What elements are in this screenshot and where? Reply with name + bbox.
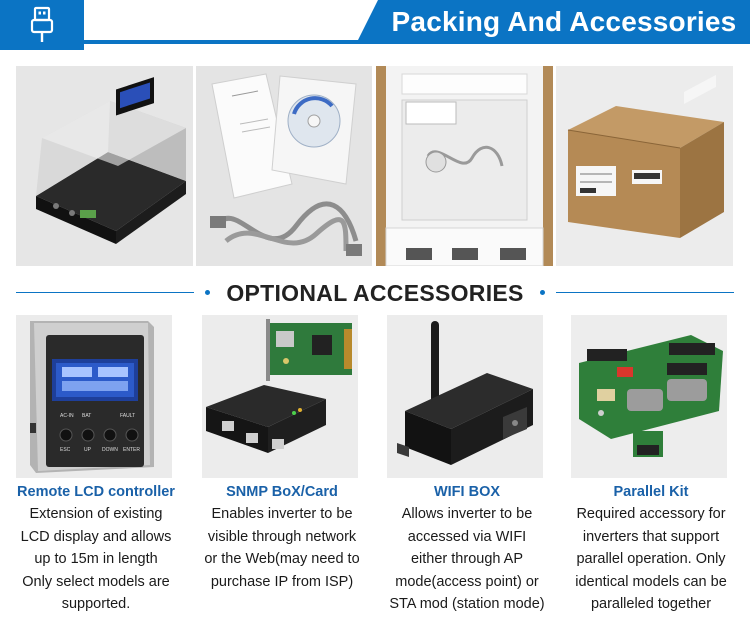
accessory-desc-line: Extension of existing (29, 506, 163, 522)
manual-cd-illustration (196, 66, 372, 266)
page-title: Packing And Accessories (391, 6, 737, 37)
accessory-desc-line: supported. (61, 596, 131, 612)
section-dot-right (540, 290, 545, 295)
accessory-title: Parallel Kit (613, 484, 689, 500)
accessory-desc-line: accessed via WIFI (407, 528, 527, 545)
photo-box-interior (376, 66, 553, 266)
wifi-box-image (387, 315, 543, 478)
lcd-label-up: UP (84, 447, 92, 453)
accessory-desc-line: Required accessory for (576, 506, 726, 522)
accessory-desc-line: either through AP (410, 551, 524, 567)
accessory-desc-line: Only select models are (22, 573, 170, 590)
section-line-left (16, 292, 194, 293)
accessory-desc-line: inverters that support (582, 528, 720, 545)
accessory-desc-line: STA mod (station mode) (389, 596, 545, 612)
snmp-box-image (202, 315, 358, 478)
lcd-label-fault: FAULT (120, 413, 135, 419)
usb-plug-icon (30, 6, 54, 42)
accessory-desc-line: up to 15m in length (34, 551, 158, 567)
accessory-parallel-kit: Parallel Kit Required accessory for inve… (556, 481, 746, 616)
accessory-desc-line: parallel operation. Only (576, 551, 726, 567)
lcd-label-down: DOWN (102, 447, 118, 453)
lcd-label-enter: ENTER (123, 447, 140, 453)
remote-lcd-illustration: AC-IN BAT FAULT ESC UP DOWN ENTER (16, 315, 172, 478)
accessory-desc-line: Allows inverter to be (401, 506, 533, 522)
accessory-title: SNMP BoX/Card (226, 484, 338, 500)
wifi-box-illustration (387, 315, 543, 478)
snmp-box-illustration (202, 315, 358, 478)
section-dot-left (205, 290, 210, 295)
accessory-title: Remote LCD controller (17, 484, 175, 500)
accessory-desc-line: Enables inverter to be (211, 506, 353, 522)
box-interior-illustration (376, 66, 553, 266)
lcd-label-esc: ESC (60, 447, 71, 453)
parallel-kit-illustration (571, 315, 727, 478)
accessory-desc-line: identical models can be (575, 573, 727, 590)
header-banner: Packing And Accessories (0, 0, 750, 50)
accessory-title: WIFI BOX (433, 484, 501, 500)
inverter-illustration (16, 66, 193, 266)
accessory-desc-line: or the Web(may need to (204, 551, 360, 567)
accessory-desc-line: purchase IP from ISP) (210, 573, 354, 590)
photo-inverter-unit (16, 66, 193, 266)
photo-shipping-carton (556, 66, 733, 266)
carton-illustration (556, 66, 733, 266)
accessory-desc-line: paralleled together (590, 596, 712, 612)
accessory-wifi-box: WIFI BOX Allows inverter to be accessed … (372, 481, 562, 616)
lcd-label-bat: BAT (82, 413, 91, 419)
section-line-right (556, 292, 734, 293)
lcd-label-ac-in: AC-IN (60, 413, 74, 419)
photo-manual-cd-cables (196, 66, 372, 266)
banner-title-tab (356, 0, 750, 44)
accessory-snmp: SNMP BoX/Card Enables inverter to be vis… (187, 481, 377, 593)
accessory-remote-lcd: Remote LCD controller Extension of exist… (1, 481, 191, 616)
section-title: OPTIONAL ACCESSORIES (226, 280, 524, 306)
accessory-desc-line: mode(access point) or (395, 573, 539, 590)
parallel-kit-image (571, 315, 727, 478)
accessory-desc-line: visible through network (207, 528, 357, 545)
remote-lcd-image: AC-IN BAT FAULT ESC UP DOWN ENTER (16, 315, 172, 478)
accessory-desc-line: LCD display and allows (20, 528, 172, 545)
